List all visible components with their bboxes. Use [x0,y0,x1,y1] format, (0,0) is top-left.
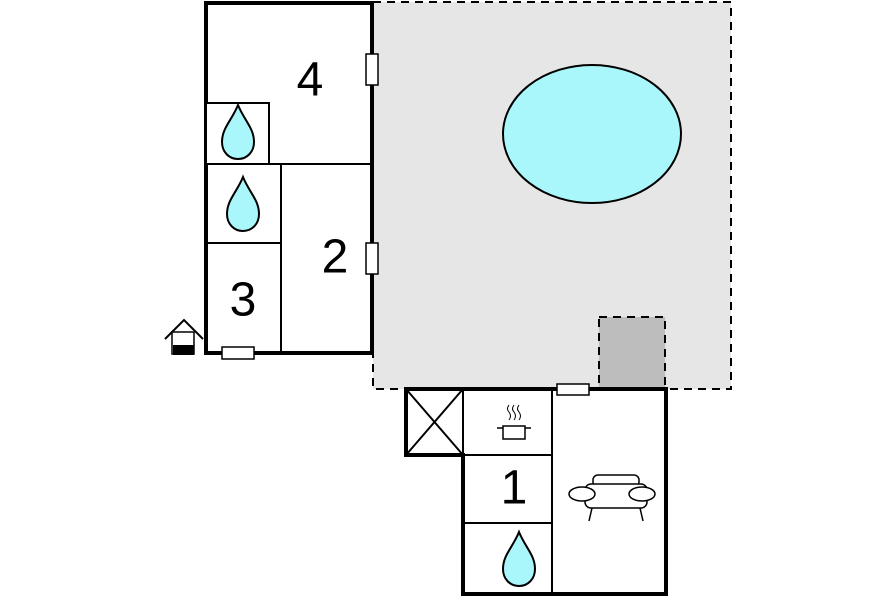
door [556,383,590,396]
water-drop-icon [220,102,256,161]
water-drop-icon [225,174,261,233]
door [365,242,379,275]
cooking-pot-icon [497,404,531,440]
house-entrance-icon [164,318,204,355]
swimming-pool [502,64,682,204]
storage-cross-icon [405,388,464,456]
room-label-2: 2 [322,231,349,284]
water-drop-icon [501,529,537,588]
room-label-1: 1 [501,462,528,515]
room-label-4: 4 [297,54,324,107]
door [365,53,379,86]
sofa-icon [568,474,656,522]
upper-building-outline [204,1,374,355]
room-label-3: 3 [230,274,257,327]
door [221,346,255,360]
annex-area [598,316,666,390]
